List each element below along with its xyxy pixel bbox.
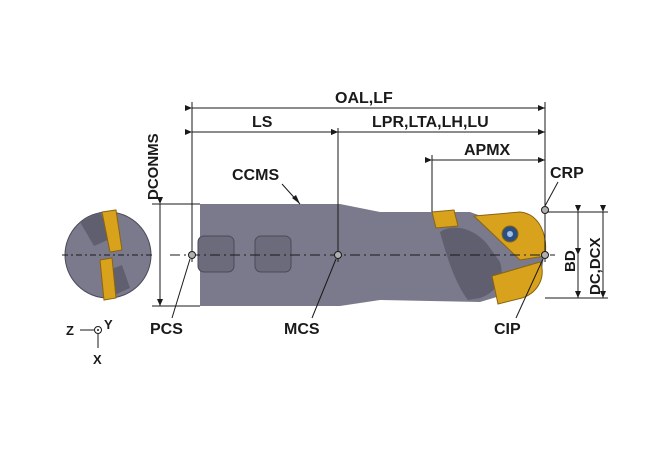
- apmx-label: APMX: [464, 142, 511, 159]
- x-axis-label: X: [93, 352, 102, 367]
- ccms-leader-arrow: [292, 195, 300, 204]
- mcs-point: [334, 251, 342, 259]
- tool-side-view: [170, 204, 555, 306]
- end-view: [62, 209, 154, 301]
- insert-top-screw-center: [507, 231, 513, 237]
- bd-label: BD: [562, 250, 579, 272]
- crp-label: CRP: [550, 165, 584, 182]
- oal-lf-label: OAL,LF: [335, 90, 393, 107]
- callouts: CCMS CRP PCS MCS CIP: [150, 165, 584, 338]
- lpr-lta-lh-lu-label: LPR,LTA,LH,LU: [372, 114, 489, 131]
- cip-point: [541, 251, 549, 259]
- pcs-point: [188, 251, 196, 259]
- end-view-flute-upper: [80, 212, 112, 246]
- crp-leader: [544, 181, 559, 207]
- cip-leader: [515, 258, 544, 319]
- insert-bottom: [491, 261, 543, 305]
- cip-label: CIP: [494, 321, 521, 338]
- dc-dcx-label: DC,DCX: [587, 237, 604, 295]
- ccms-label: CCMS: [232, 167, 279, 184]
- mcs-leader: [311, 258, 337, 319]
- dimensions: OAL,LF LS LPR,LTA,LH,LU APMX DCONMS BD D…: [145, 90, 608, 307]
- shank-flat-2: [254, 235, 292, 273]
- dconms-label: DCONMS: [145, 133, 162, 200]
- pcs-leader: [171, 258, 191, 319]
- mcs-label: MCS: [284, 321, 320, 338]
- y-axis-label: Y: [104, 317, 113, 332]
- shank-flat-1: [197, 235, 235, 273]
- pcs-label: PCS: [150, 321, 183, 338]
- z-axis-label: Z: [66, 323, 74, 338]
- y-axis-dot-center: [97, 329, 99, 331]
- coordinate-symbol: Z Y X: [66, 317, 113, 367]
- head-chip-pocket: [440, 227, 502, 300]
- ls-label: LS: [252, 114, 273, 131]
- crp-point: [541, 206, 549, 214]
- insert-small-top: [431, 209, 459, 229]
- end-view-insert-upper: [101, 209, 123, 253]
- end-view-insert-lower: [99, 257, 117, 301]
